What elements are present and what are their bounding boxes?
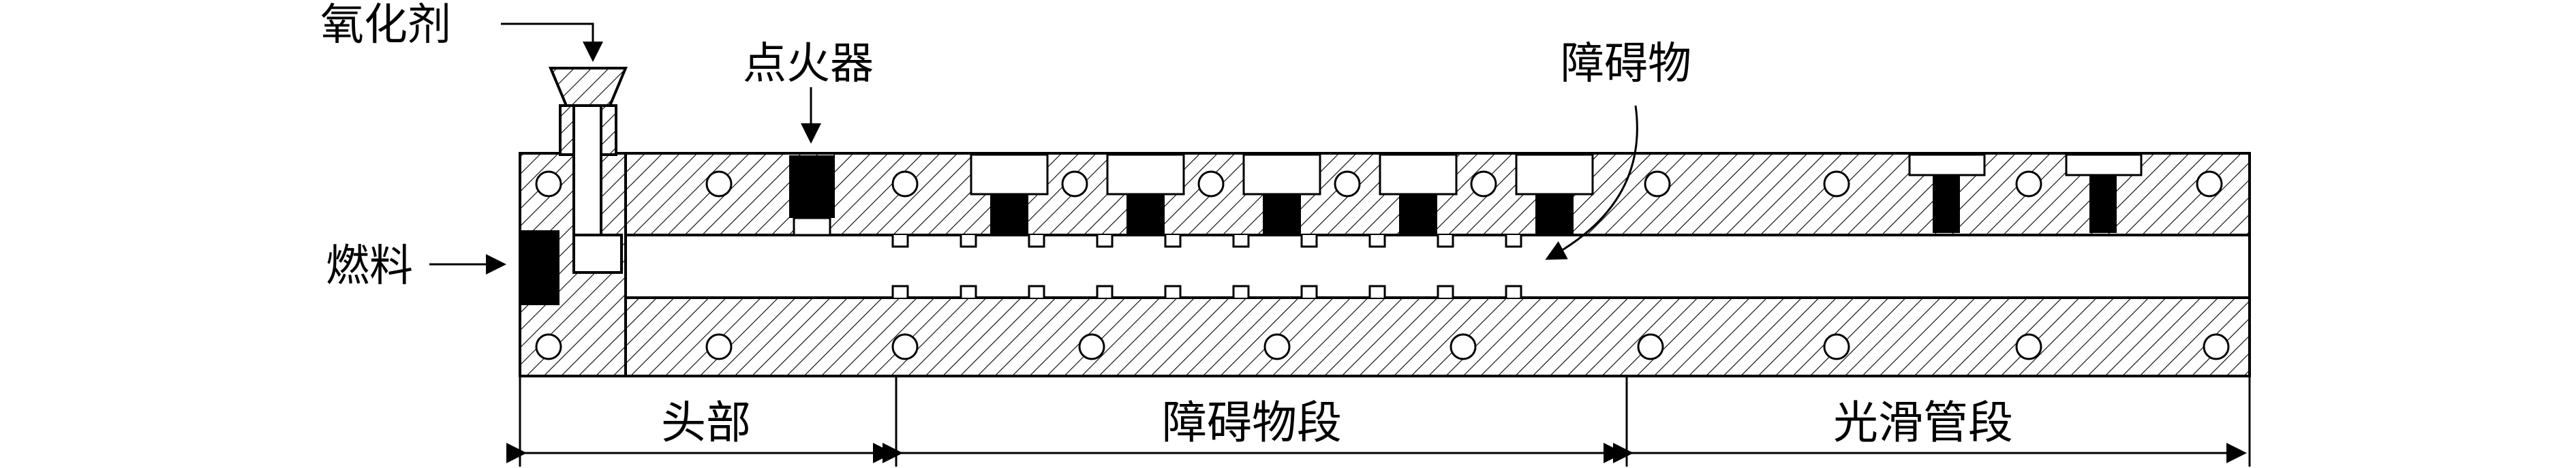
teeth-top bbox=[891, 235, 1522, 248]
obstacle-port bbox=[970, 153, 1049, 234]
oxidizer-inlet bbox=[548, 67, 628, 274]
fuel-label: 燃料 bbox=[326, 241, 413, 292]
obstacle-port bbox=[1106, 153, 1185, 234]
igniter-label: 点火器 bbox=[743, 39, 874, 89]
obstacle-port bbox=[1379, 153, 1458, 234]
obstacle-port bbox=[1242, 153, 1321, 234]
oxidizer-label: 氧化剂 bbox=[320, 0, 451, 50]
fuel-injector bbox=[520, 230, 559, 305]
obstacle-label: 障碍物 bbox=[1561, 39, 1691, 89]
bolt-holes-top bbox=[535, 170, 2223, 198]
igniter-tip bbox=[793, 217, 831, 236]
obstacle-port bbox=[1515, 153, 1594, 234]
section-dimensions bbox=[506, 376, 2251, 467]
smooth-port bbox=[2065, 153, 2143, 233]
bolt-holes-bottom bbox=[535, 333, 2230, 360]
obstacle-teeth bbox=[891, 235, 1522, 298]
smooth-tube-ports bbox=[1908, 153, 2143, 233]
oxidizer-pipe bbox=[572, 104, 602, 253]
igniter-block bbox=[789, 155, 835, 218]
smooth-tube-section-label: 光滑管段 bbox=[1833, 396, 2013, 449]
oxidizer-pipe-bottom bbox=[572, 234, 623, 274]
igniter bbox=[789, 155, 835, 236]
lower-wall bbox=[519, 296, 2251, 377]
teeth-bottom bbox=[891, 285, 1522, 298]
obstacle-arrow bbox=[1545, 105, 1638, 260]
bolt-holes bbox=[535, 170, 2230, 360]
callout-arrows bbox=[429, 22, 1638, 275]
obstacle-section-label: 障碍物段 bbox=[1162, 396, 1342, 449]
smooth-port bbox=[1908, 153, 1986, 233]
oxidizer-funnel bbox=[548, 67, 628, 107]
head-section-label: 头部 bbox=[661, 396, 751, 449]
obstacle-ports bbox=[970, 153, 1594, 234]
oxidizer-arrow bbox=[501, 22, 603, 62]
